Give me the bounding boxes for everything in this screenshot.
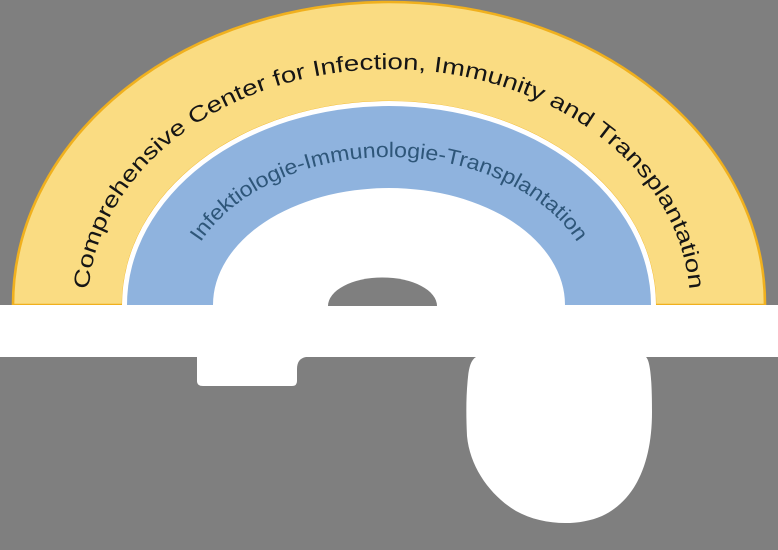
base-band-and-blob <box>0 305 778 524</box>
arch-dome-cutout <box>328 277 437 306</box>
inner-arc <box>127 106 651 305</box>
